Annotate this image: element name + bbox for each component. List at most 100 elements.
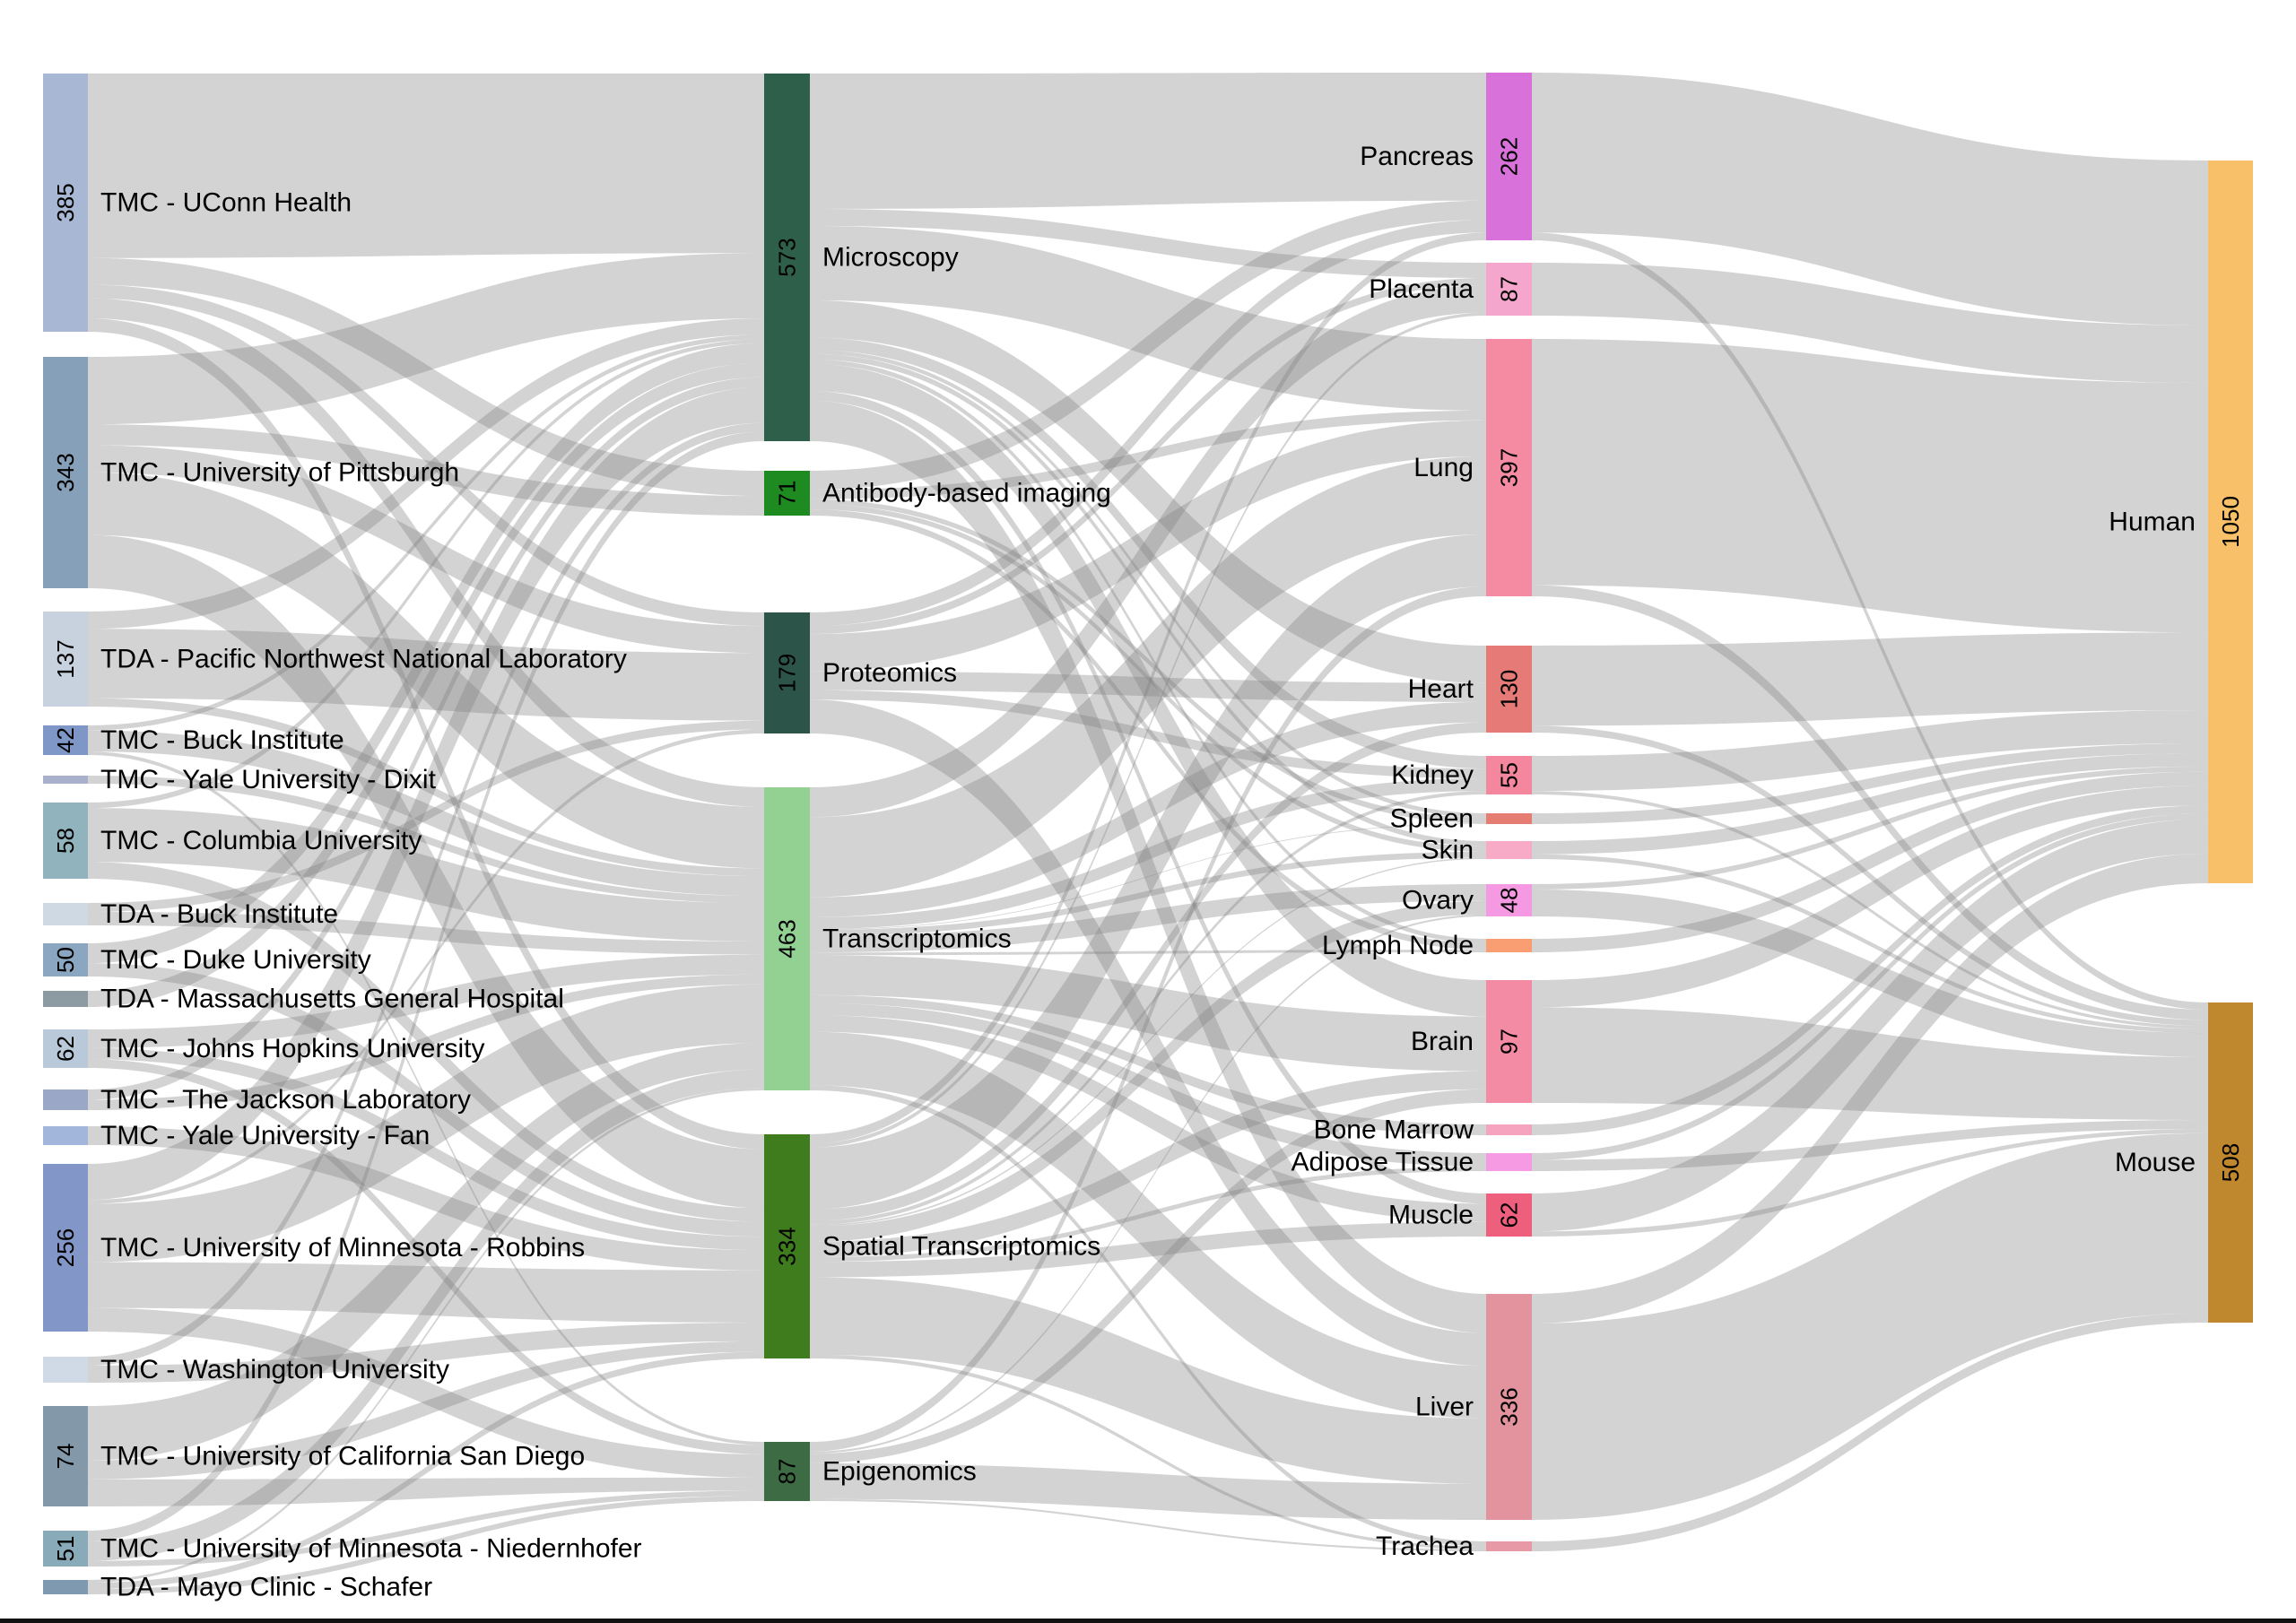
link-tda-pacific-northwest-national-laboratory-transcriptomics — [88, 698, 764, 877]
label-tmc-yale-university-fan: TMC - Yale University - Fan — [100, 1121, 430, 1150]
label-human: Human — [2109, 508, 2196, 537]
node-bone-marrow — [1486, 1124, 1532, 1135]
value-ovary: 48 — [1496, 888, 1523, 914]
link-tmc-washington-university-spatial-transcriptomics — [88, 1323, 764, 1383]
link-tmc-columbia-university-transcriptomics — [88, 808, 764, 942]
value-tmc-university-of-california-san-diego: 74 — [52, 1444, 79, 1470]
link-skin-human — [1532, 753, 2208, 855]
link-tmc-university-of-pittsburgh-transcriptomics — [88, 472, 764, 869]
value-transcriptomics: 463 — [774, 919, 801, 958]
label-pancreas: Pancreas — [1360, 142, 1474, 171]
link-ovary-human — [1532, 766, 2208, 890]
link-tda-pacific-northwest-national-laboratory-proteomics — [88, 629, 764, 721]
label-tmc-university-of-pittsburgh: TMC - University of Pittsburgh — [100, 458, 459, 488]
node-tmc-university-of-minnesota-robbins — [43, 1164, 88, 1332]
value-heart: 130 — [1496, 670, 1523, 708]
label-tmc-duke-university: TMC - Duke University — [100, 945, 371, 975]
value-tda-pacific-northwest-national-laboratory: 137 — [52, 639, 79, 678]
link-epigenomics-liver — [810, 1462, 1486, 1520]
link-brain-human — [1532, 785, 2208, 1008]
link-liver-human — [1532, 853, 2208, 1324]
link-spatial-transcriptomics-lung — [810, 534, 1486, 1210]
value-lung: 397 — [1496, 448, 1523, 487]
label-microscopy: Microscopy — [822, 243, 959, 273]
link-transcriptomics-bone-marrow — [810, 994, 1486, 1135]
node-kidney — [1486, 756, 1532, 794]
node-tmc-university-of-california-san-diego — [43, 1406, 88, 1506]
value-tmc-buck-institute: 42 — [52, 727, 79, 753]
label-adipose-tissue: Adipose Tissue — [1292, 1148, 1474, 1177]
link-tmc-yale-university-fan-spatial-transcriptomics — [88, 1126, 764, 1271]
link-proteomics-liver — [810, 699, 1486, 1367]
link-tmc-university-of-minnesota-niedernhofer-microscopy — [88, 431, 764, 1541]
label-spatial-transcriptomics: Spatial Transcriptomics — [822, 1232, 1100, 1262]
node-spleen — [1486, 813, 1532, 824]
link-antibody-based-imaging-lymph-node — [810, 509, 1486, 950]
label-tmc-johns-hopkins-university: TMC - Johns Hopkins University — [100, 1034, 484, 1063]
link-spatial-transcriptomics-kidney — [810, 791, 1486, 1225]
label-tmc-the-jackson-laboratory: TMC - The Jackson Laboratory — [100, 1085, 471, 1115]
node-proteomics — [764, 612, 810, 733]
link-pancreas-human — [1532, 73, 2208, 325]
link-tda-mayo-clinic-schafer-transcriptomics — [88, 1088, 764, 1583]
label-tda-mayo-clinic-schafer: TDA - Mayo Clinic - Schafer — [100, 1573, 432, 1602]
link-spatial-transcriptomics-brain — [810, 1071, 1486, 1258]
label-tmc-columbia-university: TMC - Columbia University — [100, 826, 422, 855]
link-heart-human — [1532, 632, 2208, 726]
node-pancreas — [1486, 73, 1532, 240]
link-tmc-university-of-minnesota-robbins-epigenomics — [88, 1307, 764, 1478]
node-brain — [1486, 980, 1532, 1103]
label-placenta: Placenta — [1369, 274, 1474, 304]
label-brain: Brain — [1411, 1027, 1474, 1056]
link-tmc-buck-institute-transcriptomics — [88, 730, 764, 897]
link-tmc-university-of-minnesota-niedernhofer-epigenomics — [88, 1490, 764, 1567]
label-muscle: Muscle — [1388, 1201, 1474, 1230]
link-transcriptomics-lung — [810, 456, 1486, 898]
value-pancreas: 262 — [1496, 137, 1523, 176]
link-transcriptomics-spleen — [810, 823, 1486, 930]
link-proteomics-pancreas — [810, 220, 1486, 627]
node-tda-buck-institute — [43, 903, 88, 925]
link-tmc-johns-hopkins-university-spatial-transcriptomics — [88, 1047, 764, 1251]
node-human — [2208, 161, 2253, 883]
label-tda-pacific-northwest-national-laboratory: TDA - Pacific Northwest National Laborat… — [100, 645, 627, 674]
value-kidney: 55 — [1496, 762, 1523, 788]
node-tda-massachusetts-general-hospital — [43, 991, 88, 1007]
value-antibody-based-imaging: 71 — [774, 481, 801, 507]
label-spleen: Spleen — [1390, 804, 1474, 834]
link-tmc-university-of-minnesota-robbins-transcriptomics — [88, 984, 764, 1263]
bottom-border — [0, 1619, 2296, 1623]
link-lung-mouse — [1532, 585, 2208, 1020]
link-heart-mouse — [1532, 725, 2208, 1027]
value-tmc-johns-hopkins-university: 62 — [52, 1036, 79, 1062]
link-transcriptomics-placenta — [810, 285, 1486, 818]
link-epigenomics-ovary — [810, 914, 1486, 1454]
node-tmc-uconn-health — [43, 74, 88, 332]
value-microscopy: 573 — [774, 238, 801, 276]
value-tmc-columbia-university: 58 — [52, 828, 79, 854]
link-tmc-the-jackson-laboratory-microscopy — [88, 377, 764, 1100]
link-microscopy-lung — [810, 225, 1486, 411]
node-heart — [1486, 646, 1532, 733]
link-tmc-university-of-pittsburgh-antibody-based-imaging — [88, 424, 764, 516]
link-tmc-uconn-health-microscopy — [88, 74, 764, 258]
node-liver — [1486, 1294, 1532, 1520]
link-tmc-yale-university-dixit-transcriptomics — [88, 776, 764, 904]
link-adipose-tissue-human — [1532, 813, 2208, 1160]
link-transcriptomics-ovary — [810, 884, 1486, 953]
link-kidney-human — [1532, 710, 2208, 792]
node-tmc-university-of-pittsburgh — [43, 357, 88, 588]
value-tmc-duke-university: 50 — [52, 947, 79, 973]
link-microscopy-brain — [810, 363, 1486, 1017]
node-tmc-duke-university — [43, 943, 88, 976]
node-placenta — [1486, 263, 1532, 316]
link-antibody-based-imaging-lung — [810, 410, 1486, 499]
link-spatial-transcriptomics-placenta — [810, 312, 1486, 1148]
link-spatial-transcriptomics-pancreas — [810, 232, 1486, 1144]
link-spleen-human — [1532, 743, 2208, 824]
link-tmc-duke-university-microscopy — [88, 343, 764, 964]
node-tmc-university-of-minnesota-niedernhofer — [43, 1531, 88, 1567]
link-tmc-washington-university-microscopy — [88, 422, 764, 1366]
value-tmc-university-of-minnesota-robbins: 256 — [52, 1228, 79, 1267]
link-tda-mayo-clinic-schafer-epigenomics — [88, 1496, 764, 1594]
